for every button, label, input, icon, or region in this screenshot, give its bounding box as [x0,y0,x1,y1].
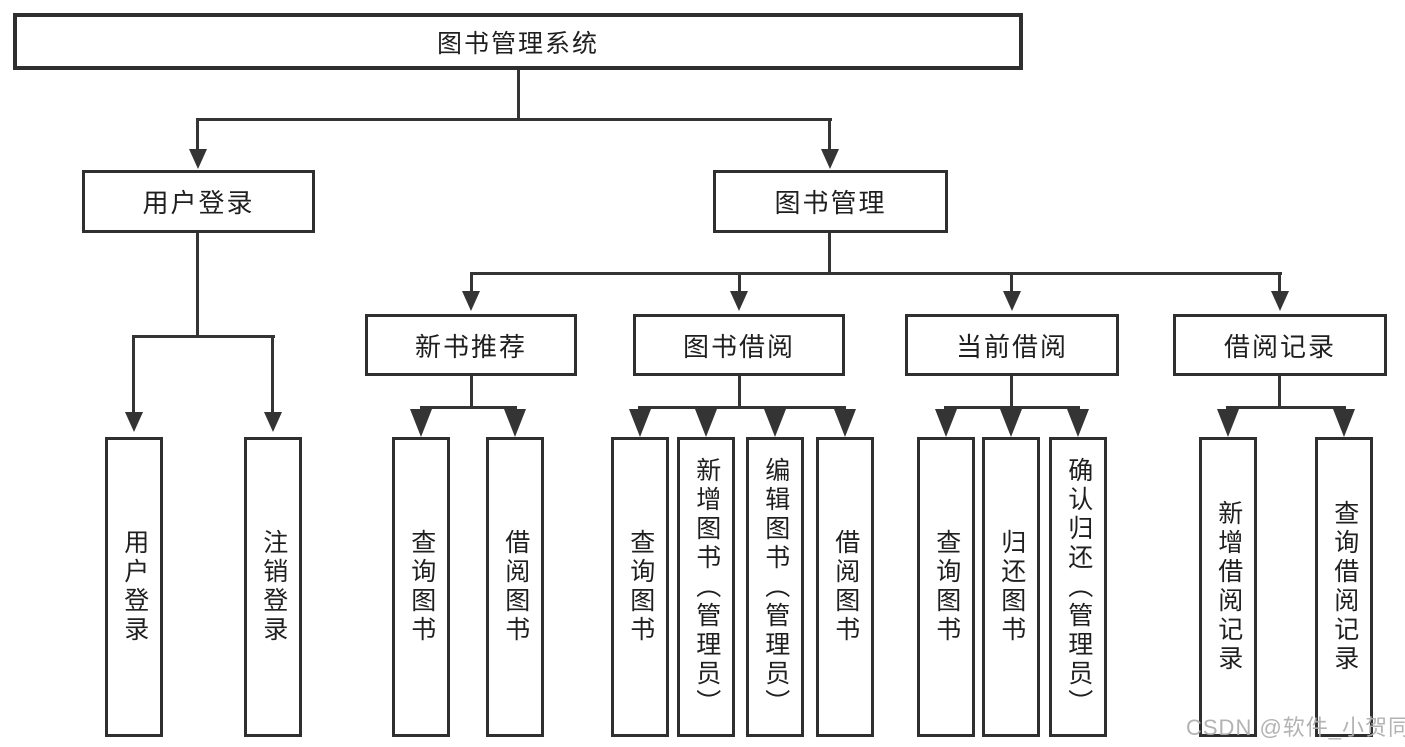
node-label: 借阅记录 [1223,331,1336,362]
connector-borrow-record-bar [1226,406,1346,409]
node-add-books-admin: 新增图书（管理员） [677,437,735,737]
node-label: 用户登录 [142,188,255,218]
node-user-login-leaf: 用户登录 [105,437,163,737]
connector-new-book-bar [420,406,517,409]
arrow-down-icon [730,291,748,311]
arrow-down-icon [264,412,282,432]
arrow-down-icon [935,409,957,437]
node-label: 新增借阅记录 [1214,500,1243,674]
node-label: 当前借阅 [955,331,1068,362]
node-current-borrowing: 当前借阅 [905,314,1119,376]
connector-drop-logout-leaf [271,335,274,413]
arrow-down-icon [1271,291,1289,311]
node-add-borrow-record: 新增借阅记录 [1199,437,1257,737]
node-query-books-newbook: 查询图书 [392,437,450,737]
node-root-library-system: 图书管理系统 [13,13,1023,70]
connector-book-borrow-bar [638,406,846,409]
connector-user-login-bar [133,335,275,338]
connector-drop-borrow-record [1278,272,1281,292]
arrow-down-icon [834,409,856,437]
connector-current-borrow-stem [1010,376,1013,406]
node-label: 用户登录 [120,529,149,645]
arrow-down-icon [462,291,480,311]
arrow-down-icon [189,149,207,169]
connector-root-stem [517,70,520,118]
connector-drop-login-leaf [132,335,135,413]
connector-new-book-stem [470,376,473,406]
node-label: 注销登录 [259,529,288,645]
arrow-down-icon [821,149,839,169]
arrow-down-icon [764,409,786,437]
node-label: 编辑图书（管理员） [761,456,790,718]
node-query-books-current: 查询图书 [917,437,975,737]
arrow-down-icon [629,409,651,437]
arrow-down-icon [504,409,526,437]
node-label: 图书管理系统 [436,29,599,58]
node-confirm-return-admin: 确认归还（管理员） [1049,437,1107,737]
node-logout-leaf: 注销登录 [244,437,302,737]
connector-drop-book-borrow [738,272,741,292]
arrow-down-icon [1067,409,1089,437]
arrow-down-icon [125,412,143,432]
node-label: 查询借阅记录 [1330,500,1359,674]
csdn-watermark: CSDN @软件_小贺同学 [1186,715,1405,740]
arrow-down-icon [1003,291,1021,311]
connector-drop-user-login [196,118,199,151]
node-label: 查询图书 [932,529,961,645]
arrow-down-icon [1333,409,1355,437]
node-label: 查询图书 [626,529,655,645]
node-book-borrowing: 图书借阅 [633,314,845,376]
node-label: 归还图书 [997,529,1026,645]
node-label: 新增图书（管理员） [692,456,721,718]
node-borrow-books-borrowing: 借阅图书 [816,437,874,737]
connector-drop-book-mgmt [828,118,831,151]
node-query-borrow-record: 查询借阅记录 [1315,437,1373,737]
node-borrowing-records: 借阅记录 [1173,314,1387,376]
node-query-books-borrowing: 查询图书 [611,437,669,737]
node-label: 图书借阅 [682,331,795,362]
node-label: 确认归还（管理员） [1064,456,1093,718]
connector-root-bar [197,118,832,121]
node-label: 借阅图书 [501,529,530,645]
node-label: 新书推荐 [414,331,527,362]
node-user-login: 用户登录 [82,170,315,233]
node-return-books: 归还图书 [982,437,1040,737]
arrow-down-icon [410,409,432,437]
connector-book-mgmt-bar [470,272,1282,275]
arrow-down-icon [695,409,717,437]
arrow-down-icon [1217,409,1239,437]
connector-borrow-record-stem [1278,376,1281,406]
connector-book-borrow-stem [738,376,741,406]
node-label: 查询图书 [407,529,436,645]
node-borrow-books-newbook: 借阅图书 [486,437,544,737]
connector-user-login-stem [196,233,199,335]
connector-current-borrow-bar [944,406,1080,409]
connector-book-mgmt-stem [828,233,831,272]
node-book-management: 图书管理 [713,170,948,233]
connector-drop-new-book [470,272,473,292]
node-label: 借阅图书 [831,529,860,645]
arrow-down-icon [1000,409,1022,437]
connector-drop-current-borrow [1010,272,1013,292]
node-new-book-recommend: 新书推荐 [365,314,577,376]
node-edit-books-admin: 编辑图书（管理员） [746,437,804,737]
node-label: 图书管理 [774,188,887,218]
